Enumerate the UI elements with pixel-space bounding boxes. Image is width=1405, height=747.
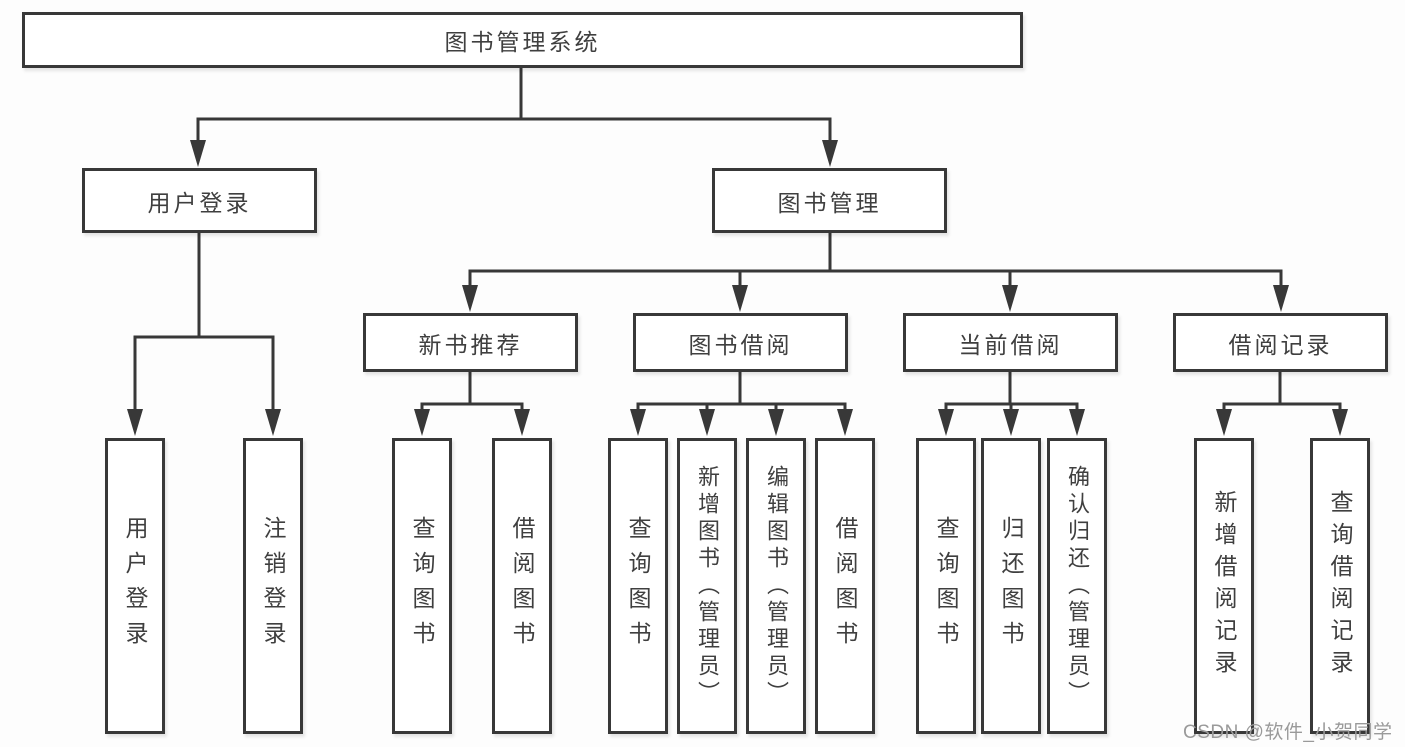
arrowhead-icon xyxy=(265,409,281,436)
leaf-br-query-borrow-record: 查询借阅记录 xyxy=(1310,438,1370,734)
node-current-borrowing-label: 当前借阅 xyxy=(958,331,1063,358)
arrowhead-icon xyxy=(414,409,430,436)
arrowhead-icon xyxy=(127,409,143,436)
node-current-borrowing: 当前借阅 xyxy=(903,313,1118,372)
arrowhead-icon xyxy=(514,409,530,436)
leaf-cb-return-books-label: 归还图书 xyxy=(998,516,1024,656)
arrowhead-icon xyxy=(1216,409,1232,436)
arrowhead-icon xyxy=(699,409,715,436)
arrowhead-icon xyxy=(190,140,206,167)
leaf-br-add-borrow-record: 新增借阅记录 xyxy=(1194,438,1254,734)
leaf-br-add-borrow-record-label: 新增借阅记录 xyxy=(1211,490,1237,682)
leaf-cb-return-books: 归还图书 xyxy=(981,438,1041,734)
leaf-cb-confirm-return-admin-label: 确认归还（管理员） xyxy=(1065,464,1090,708)
leaf-nbr-query-books: 查询图书 xyxy=(392,438,452,734)
leaf-user-login: 用户登录 xyxy=(105,438,165,734)
leaf-br-query-borrow-record-label: 查询借阅记录 xyxy=(1327,490,1353,682)
node-library-management-system-label: 图书管理系统 xyxy=(444,29,601,55)
arrowhead-icon xyxy=(732,285,748,312)
node-book-management-label: 图书管理 xyxy=(777,189,882,216)
node-user-login-label: 用户登录 xyxy=(147,189,252,216)
leaf-cb-query-books: 查询图书 xyxy=(916,438,976,734)
leaf-nbr-borrow-books-label: 借阅图书 xyxy=(509,516,535,656)
arrowhead-icon xyxy=(1002,285,1018,312)
node-book-management: 图书管理 xyxy=(712,168,947,233)
arrowhead-icon xyxy=(1069,409,1085,436)
leaf-bb-borrow-books-label: 借阅图书 xyxy=(832,516,858,656)
leaf-bb-borrow-books: 借阅图书 xyxy=(815,438,875,734)
leaf-bb-edit-books-admin: 编辑图书（管理员） xyxy=(746,438,806,734)
leaf-user-login-label: 用户登录 xyxy=(122,516,148,656)
arrowhead-icon xyxy=(462,285,478,312)
arrowhead-icon xyxy=(1003,409,1019,436)
arrowhead-icon xyxy=(1273,285,1289,312)
leaf-nbr-query-books-label: 查询图书 xyxy=(409,516,435,656)
leaf-bb-add-books-admin-label: 新增图书（管理员） xyxy=(695,464,720,708)
arrowhead-icon xyxy=(822,140,838,167)
leaf-logout: 注销登录 xyxy=(243,438,303,734)
arrowhead-icon xyxy=(938,409,954,436)
csdn-watermark: CSDN @软件_小贺同学 xyxy=(1183,722,1393,743)
arrowhead-icon xyxy=(630,409,646,436)
node-book-borrowing-label: 图书借阅 xyxy=(688,331,793,358)
node-new-book-recommendation: 新书推荐 xyxy=(363,313,578,372)
arrowhead-icon xyxy=(768,409,784,436)
node-new-book-recommendation-label: 新书推荐 xyxy=(418,331,523,358)
arrowhead-icon xyxy=(837,409,853,436)
leaf-bb-edit-books-admin-label: 编辑图书（管理员） xyxy=(764,464,789,708)
node-library-management-system: 图书管理系统 xyxy=(22,12,1023,68)
leaf-bb-add-books-admin: 新增图书（管理员） xyxy=(677,438,737,734)
node-borrowing-records-label: 借阅记录 xyxy=(1228,331,1333,358)
leaf-bb-query-books: 查询图书 xyxy=(608,438,668,734)
leaf-cb-confirm-return-admin: 确认归还（管理员） xyxy=(1047,438,1107,734)
arrowhead-icon xyxy=(1332,409,1348,436)
node-book-borrowing: 图书借阅 xyxy=(633,313,848,372)
leaf-cb-query-books-label: 查询图书 xyxy=(933,516,959,656)
node-user-login: 用户登录 xyxy=(82,168,317,233)
leaf-logout-label: 注销登录 xyxy=(260,516,286,656)
node-borrowing-records: 借阅记录 xyxy=(1173,313,1388,372)
leaf-bb-query-books-label: 查询图书 xyxy=(625,516,651,656)
leaf-nbr-borrow-books: 借阅图书 xyxy=(492,438,552,734)
